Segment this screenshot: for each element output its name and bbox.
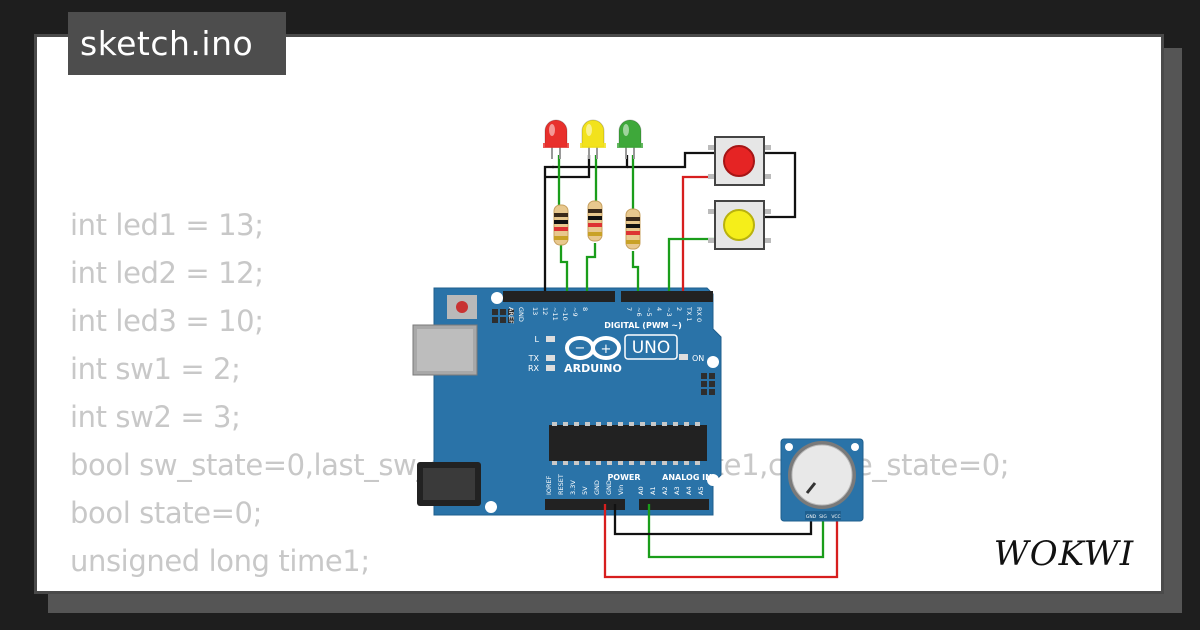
board-brand: ARDUINO — [564, 362, 622, 375]
wire-pot-gnd[interactable] — [613, 504, 813, 536]
pin-label: A0 — [637, 486, 645, 495]
circuit-diagram: − + UNO ARDUINO DIGITAL (PWM ~) POWER AN… — [412, 119, 864, 579]
pin-label: RESET — [557, 474, 565, 495]
button-cap-yellow[interactable] — [723, 209, 755, 241]
pin-label: A4 — [685, 486, 693, 495]
pin-label: TX 1 — [685, 306, 693, 322]
resistor[interactable] — [625, 208, 641, 250]
wire-pin13[interactable] — [559, 245, 569, 291]
digital-header-right — [621, 291, 713, 302]
code-preview: int led1 = 13; int led2 = 12; int led3 =… — [70, 201, 1010, 585]
led-green[interactable] — [617, 119, 643, 159]
atmega-chip — [549, 425, 707, 461]
power-label: POWER — [607, 473, 640, 482]
pin-label: ~9 — [571, 307, 579, 317]
code-line: int sw1 = 2; — [70, 352, 241, 386]
pin-label: ~10 — [561, 307, 569, 321]
code-line: int led1 = 13; — [70, 208, 264, 242]
pin-label: ~6 — [635, 307, 643, 317]
wokwi-logo: WOKWI — [994, 534, 1134, 574]
code-line: int led2 = 12; — [70, 256, 264, 290]
digital-header-left — [503, 291, 615, 302]
pin-label: 2 — [675, 307, 683, 311]
wire-pot-sig[interactable] — [647, 504, 825, 559]
pin-label: A3 — [673, 486, 681, 495]
pin-label: 8 — [581, 307, 589, 311]
pin-label: Vin — [617, 485, 625, 495]
pin-label: 7 — [625, 307, 633, 311]
wire-pot-vcc[interactable] — [603, 504, 839, 579]
pin-label: ~11 — [551, 307, 559, 321]
pin-label: IOREF — [545, 475, 553, 495]
potentiometer-knob[interactable] — [791, 444, 853, 506]
rx-label: RX — [528, 364, 540, 373]
button-cap-red[interactable] — [723, 145, 755, 177]
potentiometer[interactable]: GND SIG VCC — [780, 438, 864, 522]
led-yellow[interactable] — [580, 119, 606, 159]
pin-label: RX 0 — [695, 307, 703, 322]
resistor[interactable] — [553, 204, 569, 246]
code-line: int sw2 = 3; — [70, 400, 241, 434]
svg-text:+: + — [601, 342, 612, 357]
arduino-infinity-logo — [565, 336, 621, 360]
pot-pin-label: VCC — [831, 514, 840, 520]
pin-label: 12 — [541, 307, 549, 315]
tx-label: TX — [528, 354, 540, 363]
analog-label: ANALOG IN — [662, 473, 712, 482]
code-line: unsigned long time1; — [70, 544, 370, 578]
svg-text:−: − — [575, 341, 586, 356]
pin-label: GND — [593, 480, 601, 495]
pot-pin-label: SIG — [819, 514, 827, 520]
pin-label: A1 — [649, 486, 657, 495]
push-button-yellow[interactable] — [708, 200, 771, 250]
push-button-red[interactable] — [708, 136, 771, 186]
analog-header — [639, 499, 709, 510]
resistor[interactable] — [587, 200, 603, 242]
wire-gnd-led1[interactable] — [543, 165, 554, 291]
preview-card: int led1 = 13; int led2 = 12; int led3 =… — [34, 34, 1164, 594]
on-label: ON — [692, 354, 704, 363]
pin-label: AREF — [507, 307, 515, 324]
wire-gnd-button2[interactable] — [765, 151, 797, 219]
led-red[interactable] — [543, 119, 569, 159]
wire-button1-pin2[interactable] — [681, 175, 715, 291]
wire-pin10[interactable] — [631, 251, 640, 291]
arduino-uno-board[interactable]: − + UNO ARDUINO DIGITAL (PWM ~) POWER AN… — [412, 287, 722, 516]
pot-pin-label: GND — [806, 514, 817, 520]
pin-label: ~3 — [665, 307, 673, 317]
pin-label: 3.3V — [569, 480, 577, 495]
sketch-title: sketch.ino — [68, 12, 286, 75]
l-led-label: L — [535, 335, 540, 344]
pin-label: GND — [605, 480, 613, 495]
pin-label: 5V — [581, 486, 589, 495]
wire-button2-pin3[interactable] — [667, 237, 715, 291]
svg-text:WOKWI: WOKWI — [994, 534, 1134, 574]
pin-label: A2 — [661, 486, 669, 495]
pin-label: GND — [517, 307, 525, 322]
code-line: int led3 = 10; — [70, 304, 264, 338]
digital-label: DIGITAL (PWM ~) — [604, 321, 682, 330]
code-line: bool state=0; — [70, 496, 262, 530]
pin-label: ~5 — [645, 307, 653, 317]
power-header — [545, 499, 625, 510]
wire-pin12[interactable] — [585, 243, 597, 291]
board-model: UNO — [632, 338, 671, 358]
wire-gnd-button1[interactable] — [627, 151, 715, 169]
pin-label: 4 — [655, 307, 663, 311]
pin-label: 13 — [531, 307, 539, 315]
pin-label: A5 — [697, 486, 705, 495]
